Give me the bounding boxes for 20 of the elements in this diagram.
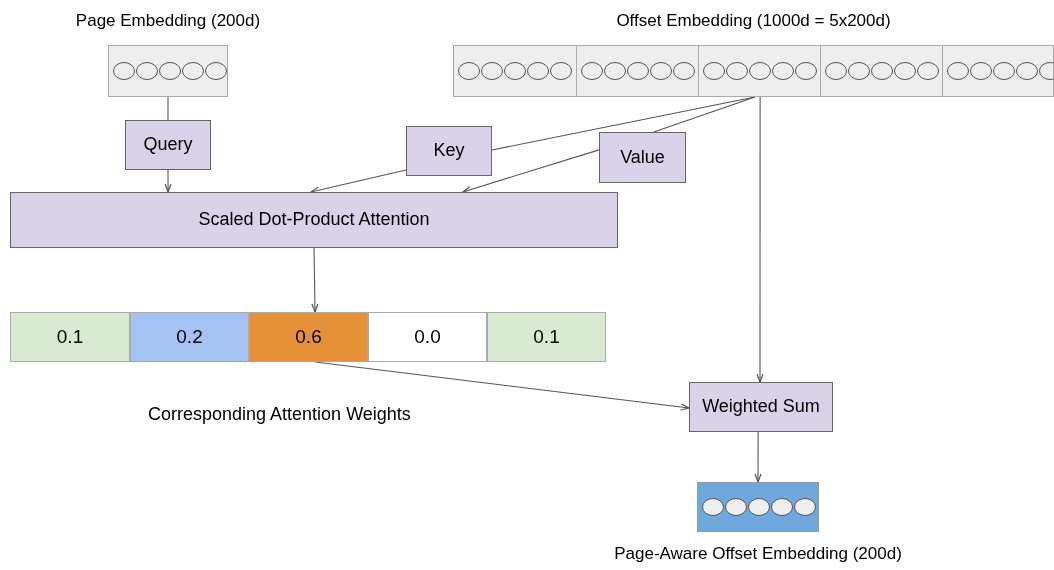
weight-cell: 0.2 xyxy=(130,312,249,362)
caption-text: Corresponding Attention Weights xyxy=(148,403,411,426)
vector-title: Offset Embedding (1000d = 5x200d) xyxy=(616,10,891,32)
process-box: Query xyxy=(125,120,211,170)
process-box: Weighted Sum xyxy=(689,382,833,432)
process-box: Scaled Dot-Product Attention xyxy=(10,192,618,248)
process-box: Value xyxy=(599,132,686,183)
weight-cell: 0.1 xyxy=(487,312,606,362)
vector-title: Page Embedding (200d) xyxy=(75,10,261,32)
arrow xyxy=(756,96,764,383)
weight-cell: 0.0 xyxy=(368,312,487,362)
arrow xyxy=(164,169,172,193)
vector-title: Page-Aware Offset Embedding (200d) xyxy=(614,543,902,565)
weight-cell: 0.1 xyxy=(10,312,130,362)
process-box: Key xyxy=(406,126,492,176)
arrow xyxy=(311,247,319,313)
arrow xyxy=(754,431,762,483)
weight-cell: 0.6 xyxy=(249,312,368,362)
arrow xyxy=(310,169,407,194)
arrow xyxy=(462,149,600,194)
